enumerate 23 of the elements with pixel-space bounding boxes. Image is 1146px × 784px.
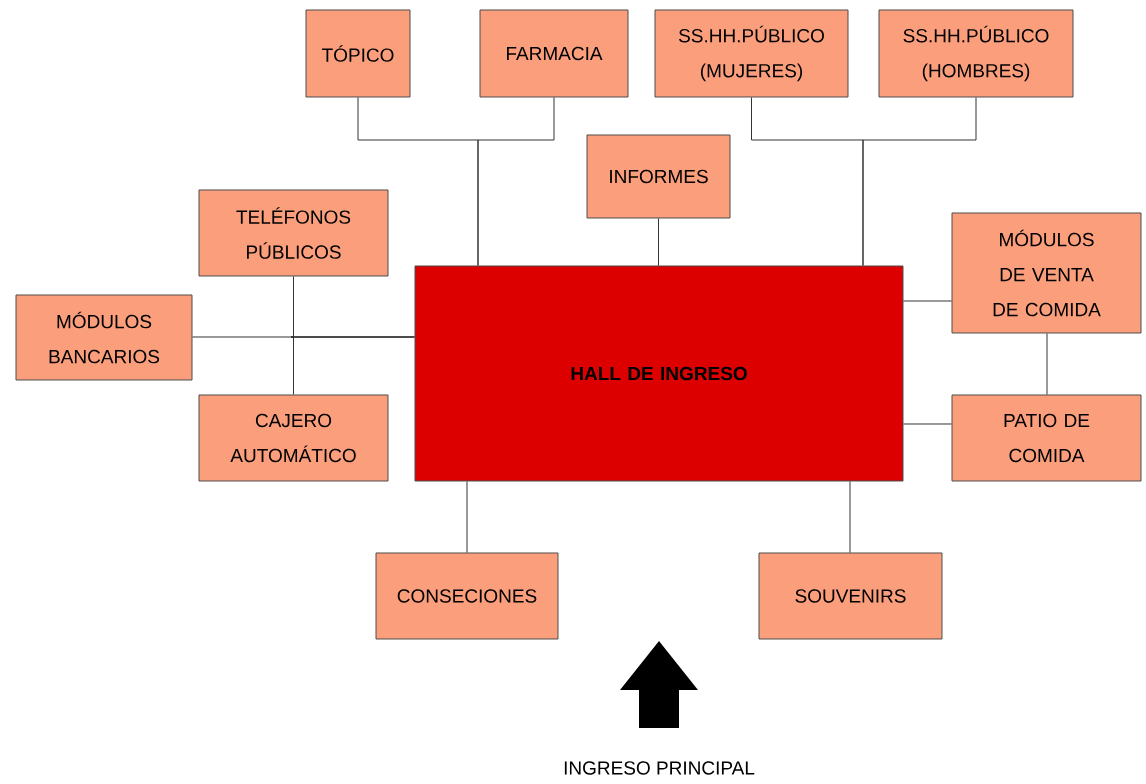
connector-line	[1046, 333, 1048, 395]
area-box: SS.HH.PÚBLICO (MUJERES)	[654, 9, 849, 98]
connector-line	[862, 97, 977, 266]
area-box: INFORMES	[586, 134, 731, 219]
connector-line	[903, 300, 952, 302]
area-box: CONSECIONES	[375, 552, 559, 640]
connector-line	[290, 336, 415, 395]
connector-line	[849, 481, 851, 553]
area-box: TÓPICO	[305, 9, 411, 98]
area-box: TELÉFONOS PÚBLICOS	[198, 189, 389, 277]
connector-line	[658, 218, 659, 266]
area-box: MÓDULOS DE VENTA DE COMIDA	[951, 212, 1142, 334]
entrance-label: INGRESO PRINCIPAL	[564, 761, 755, 775]
connector-line	[466, 481, 468, 553]
area-box: PATIO DE COMIDA	[951, 394, 1142, 482]
area-box: SOUVENIRS	[758, 552, 943, 640]
connector-line	[903, 423, 952, 425]
area-box: SS.HH.PÚBLICO (HOMBRES)	[878, 9, 1074, 98]
area-box: FARMACIA	[479, 9, 629, 98]
hall-box: HALL DE INGRESO	[414, 265, 904, 482]
area-box: MÓDULOS BANCARIOS	[15, 294, 193, 381]
connector-line	[477, 97, 555, 266]
area-box: CAJERO AUTOMÁTICO	[198, 394, 389, 482]
